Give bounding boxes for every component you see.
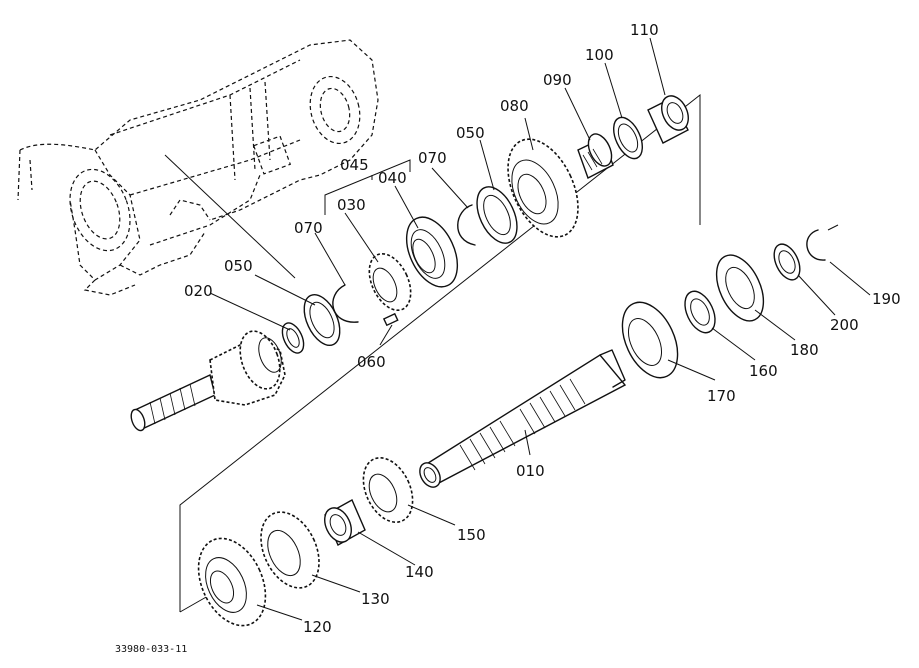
assembly-boundary: [179, 93, 701, 613]
label-part-180: 180: [790, 341, 819, 359]
label-part-040: 040: [378, 169, 407, 187]
part-labels: 010 020 030 040 045 050 050 060 070 070 …: [184, 21, 901, 636]
label-part-030: 030: [337, 196, 366, 214]
label-part-020: 020: [184, 282, 213, 300]
part-070-circlip-right: [457, 204, 476, 246]
label-part-010: 010: [516, 462, 545, 480]
label-part-170: 170: [707, 387, 736, 405]
label-part-150: 150: [457, 526, 486, 544]
group-045-bracket: [324, 159, 411, 215]
part-170-bearing: [621, 301, 679, 379]
part-100-ring: [612, 116, 644, 160]
label-part-060: 060: [357, 353, 386, 371]
part-020-ring: [281, 322, 305, 354]
label-part-130: 130: [361, 590, 390, 608]
part-120-gear: [197, 537, 267, 627]
diagram-reference-code: 33980-033-11: [115, 644, 187, 655]
label-part-090: 090: [543, 71, 572, 89]
part-050-washer-right: [476, 186, 518, 244]
label-part-070-left: 070: [294, 219, 323, 237]
part-030-hub: [368, 252, 412, 312]
label-part-200: 200: [830, 316, 859, 334]
label-part-160: 160: [749, 362, 778, 380]
part-090-needle-bearing: [577, 133, 614, 179]
part-180-bearing: [715, 254, 765, 322]
label-part-045: 045: [340, 156, 369, 174]
label-part-110: 110: [630, 21, 659, 39]
label-part-120: 120: [303, 618, 332, 636]
part-010-main-shaft: [419, 349, 627, 488]
label-part-050-right: 050: [456, 124, 485, 142]
part-070-circlip-left: [332, 284, 359, 323]
part-200-ring: [773, 243, 801, 281]
label-part-080: 080: [500, 97, 529, 115]
label-part-070-right: 070: [418, 149, 447, 167]
label-part-190: 190: [872, 290, 901, 308]
part-190-snap-ring: [806, 224, 839, 261]
transmission-housing-illustration: [17, 39, 379, 296]
leader-lines: [209, 37, 871, 621]
label-part-140: 140: [405, 563, 434, 581]
label-part-050-left: 050: [224, 257, 253, 275]
part-080-gear: [507, 138, 579, 238]
part-160-washer: [684, 290, 716, 334]
part-130-gear: [260, 511, 320, 589]
part-150-gear: [362, 457, 414, 523]
part-140-collar: [324, 499, 366, 546]
part-040-sleeve: [405, 216, 459, 288]
part-110-collar: [647, 95, 689, 144]
part-050-washer-left: [303, 294, 341, 346]
label-part-100: 100: [585, 46, 614, 64]
input-shaft-gear: [130, 330, 286, 432]
part-060-key: [382, 312, 399, 327]
